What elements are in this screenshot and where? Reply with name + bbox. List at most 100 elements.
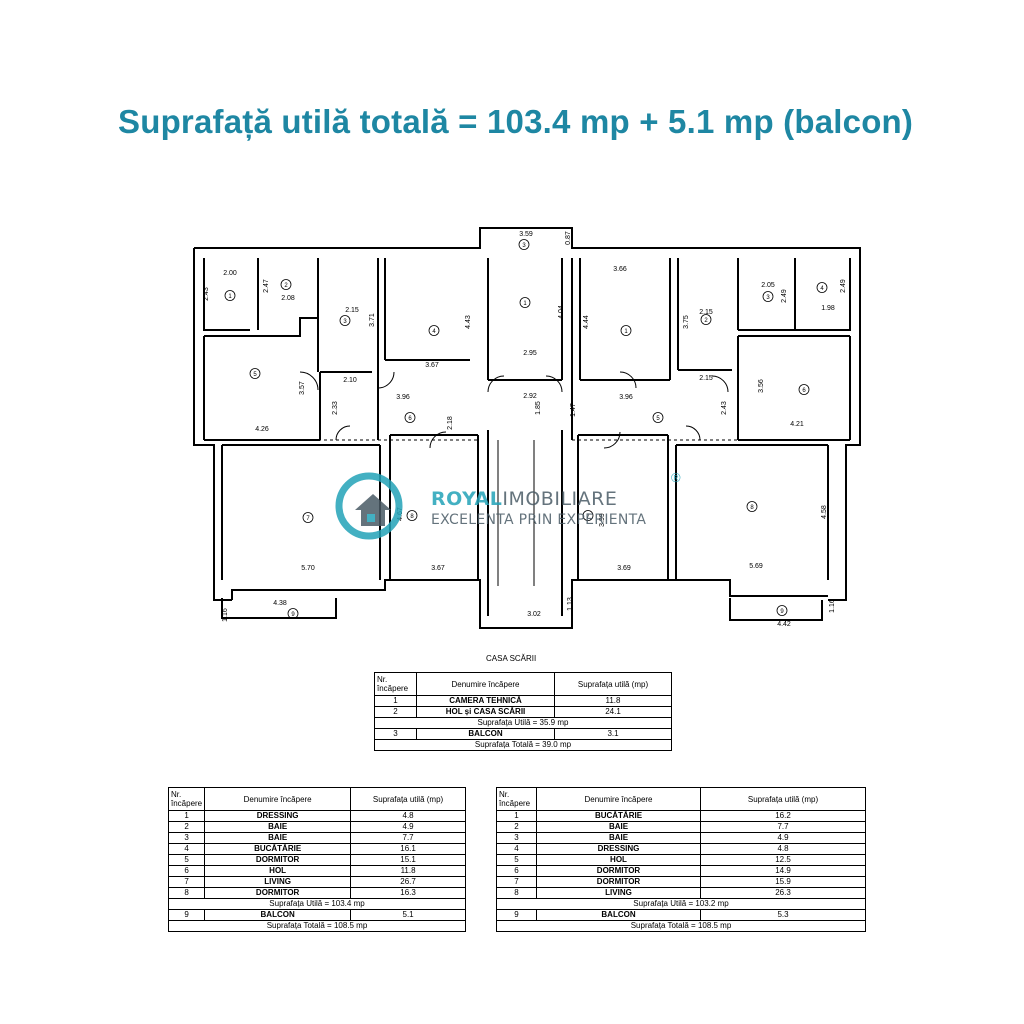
royal-imobiliare-watermark: ROYALIMOBILIARE ® EXCELENTA PRIN EXPERIE… (333, 466, 693, 546)
dimension-label: 2.00 (223, 270, 237, 277)
cell-nr: 6 (496, 865, 537, 877)
cell-name: BAIE (536, 832, 701, 844)
cell-nr: 9 (496, 909, 537, 921)
cell-name: BALCON (536, 909, 701, 921)
cell-nr: 6 (167, 865, 206, 877)
header-area: Suprafața utilă (mp) (350, 787, 466, 811)
dimension-label: 4.04 (558, 305, 565, 319)
cell-nr: 9 (167, 909, 206, 921)
dimension-label: 1.98 (821, 305, 835, 312)
cell-nr: 4 (496, 843, 537, 855)
dimension-label: 2.43 (203, 287, 210, 301)
room-number-circle (519, 297, 531, 308)
cell-nr: 8 (167, 887, 206, 899)
room-number-label: 3 (343, 319, 347, 325)
dimension-label: 3.56 (758, 379, 765, 393)
cell-area: 24.1 (554, 706, 672, 718)
room-number-label: 9 (291, 612, 295, 618)
dimension-label: 1.16 (222, 608, 229, 622)
total-row: Suprafața Totală = 39.0 mp (374, 739, 672, 751)
dimension-label: 2.10 (343, 377, 357, 384)
door-arcs (299, 371, 729, 449)
stair-caption: CASA SCĂRII (486, 654, 537, 663)
cell-name: DRESSING (536, 843, 701, 855)
cell-area: 5.1 (350, 909, 466, 921)
dimension-label: 1.16 (829, 599, 836, 613)
dimension-label: 2.15 (699, 309, 713, 316)
cell-name: HOL (204, 865, 352, 877)
cell-area: 16.1 (350, 843, 466, 855)
room-number-label: 7 (586, 514, 590, 520)
cell-name: DORMITOR (204, 854, 352, 866)
dimension-label: 4.26 (255, 426, 269, 433)
cell-nr: 7 (167, 876, 206, 888)
dimension-label: 2.49 (781, 289, 788, 303)
total-row: Suprafața Totală = 108.5 mp (496, 920, 866, 932)
dimension-label: 2.08 (281, 295, 295, 302)
cell-nr: 1 (496, 810, 537, 822)
header-area: Suprafața utilă (mp) (700, 787, 866, 811)
dimension-label: 1.13 (567, 597, 574, 611)
dimension-label: 3.02 (527, 611, 541, 618)
room-number-circle (776, 605, 788, 616)
room-number-label: 6 (802, 388, 806, 394)
table-row: 1 CAMERA TEHNICĂ 11.8 (374, 695, 672, 707)
dimension-label: 3.96 (619, 394, 633, 401)
room-number-label: 4 (820, 286, 824, 292)
cell-area: 5.3 (700, 909, 866, 921)
dimension-label: 2.43 (721, 401, 728, 415)
subtotal-text: Suprafața Utilă = 103.4 mp (168, 898, 466, 910)
dimension-label: 2.49 (840, 279, 847, 293)
cell-name: DORMITOR (536, 865, 701, 877)
room-number-label: 2 (704, 318, 708, 324)
room-number-circle (249, 368, 261, 379)
header-area: Suprafața utilă (mp) (554, 672, 672, 696)
subtotal-text: Suprafața Utilă = 103.2 mp (496, 898, 866, 910)
room-number-label: 7 (306, 516, 310, 522)
watermark-brand: ROYALIMOBILIARE (431, 488, 617, 510)
subtotal-row: Suprafața Utilă = 103.4 mp (168, 898, 466, 910)
room-number-circle (302, 512, 314, 523)
cell-name: BAIE (204, 832, 352, 844)
cell-area: 26.3 (700, 887, 866, 899)
dimension-label: 4.44 (583, 315, 590, 329)
room-number-circle (700, 314, 712, 325)
room-number-circle (582, 510, 594, 521)
cell-nr: 3 (496, 832, 537, 844)
cell-nr: 5 (167, 854, 206, 866)
room-number-circle (620, 325, 632, 336)
cell-name: LIVING (536, 887, 701, 899)
cell-nr: 1 (167, 810, 206, 822)
table-row: 2 HOL și CASA SCĂRII 24.1 (374, 706, 672, 718)
page-headline: Suprafață utilă totală = 103.4 mp + 5.1 … (118, 103, 914, 140)
room-number-label: 3 (766, 295, 770, 301)
cell-name: BALCON (416, 728, 555, 740)
subtotal-row: Suprafața Utilă = 103.2 mp (496, 898, 866, 910)
table-header-row: Nr. încăpere Denumire încăpere Suprafața… (374, 672, 672, 696)
cell-nr: 5 (496, 854, 537, 866)
cell-area: 4.9 (700, 832, 866, 844)
total-text: Suprafața Totală = 108.5 mp (496, 920, 866, 932)
cell-area: 15.9 (700, 876, 866, 888)
room-number-label: 1 (624, 329, 628, 335)
dimension-label: 5.70 (301, 565, 315, 572)
room-number-label: 4 (432, 329, 436, 335)
header-name: Denumire încăpere (416, 672, 555, 696)
cell-name: LIVING (204, 876, 352, 888)
dimension-label: 4.21 (790, 421, 804, 428)
cell-area: 16.3 (350, 887, 466, 899)
